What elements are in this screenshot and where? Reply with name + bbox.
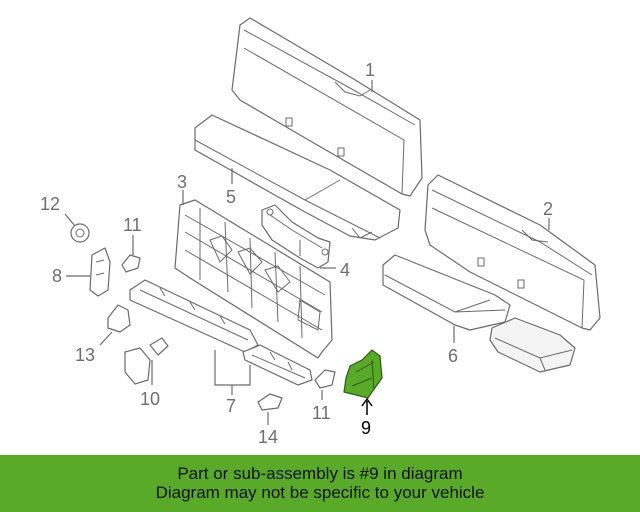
callout-14: 14	[258, 427, 278, 447]
small-bracket	[99, 304, 131, 346]
highlighted-part-9	[343, 349, 383, 415]
callout-6: 6	[448, 346, 458, 366]
callout-1: 1	[365, 60, 375, 80]
callout-7: 7	[226, 396, 236, 416]
callout-11-lower: 11	[312, 403, 331, 423]
parts-diagram: 1 2 3 4 5 6 7 8 9 10 11 11 12 13 14	[40, 17, 601, 447]
callout-12: 12	[40, 194, 60, 214]
banner-line-2: Diagram may not be specific to your vehi…	[155, 483, 485, 502]
callout-4: 4	[340, 260, 350, 280]
callout-11-upper: 11	[123, 215, 142, 235]
seat-cushion-large	[194, 114, 401, 241]
seat-rails	[129, 279, 313, 395]
callout-2: 2	[543, 199, 553, 219]
info-banner: Part or sub-assembly is #9 in diagram Di…	[0, 455, 640, 512]
clip-lower	[314, 369, 336, 400]
callout-8: 8	[52, 266, 62, 286]
callout-10: 10	[140, 389, 160, 409]
seat-back-large	[231, 17, 423, 197]
seat-back-right	[424, 174, 601, 331]
hinge-bracket	[66, 247, 111, 297]
callout-5: 5	[226, 187, 236, 207]
clip-upper	[121, 235, 141, 273]
callout-3: 3	[177, 172, 187, 192]
seat-cushion-right	[382, 254, 576, 373]
callout-13: 13	[75, 345, 95, 365]
banner-line-1: Part or sub-assembly is #9 in diagram	[177, 464, 463, 483]
seat-bracket	[261, 204, 331, 269]
latch-assembly	[124, 337, 169, 385]
seat-frame	[174, 199, 333, 359]
cap-cover	[257, 393, 283, 425]
bolt-nut	[64, 213, 90, 243]
callout-9: 9	[361, 418, 371, 438]
